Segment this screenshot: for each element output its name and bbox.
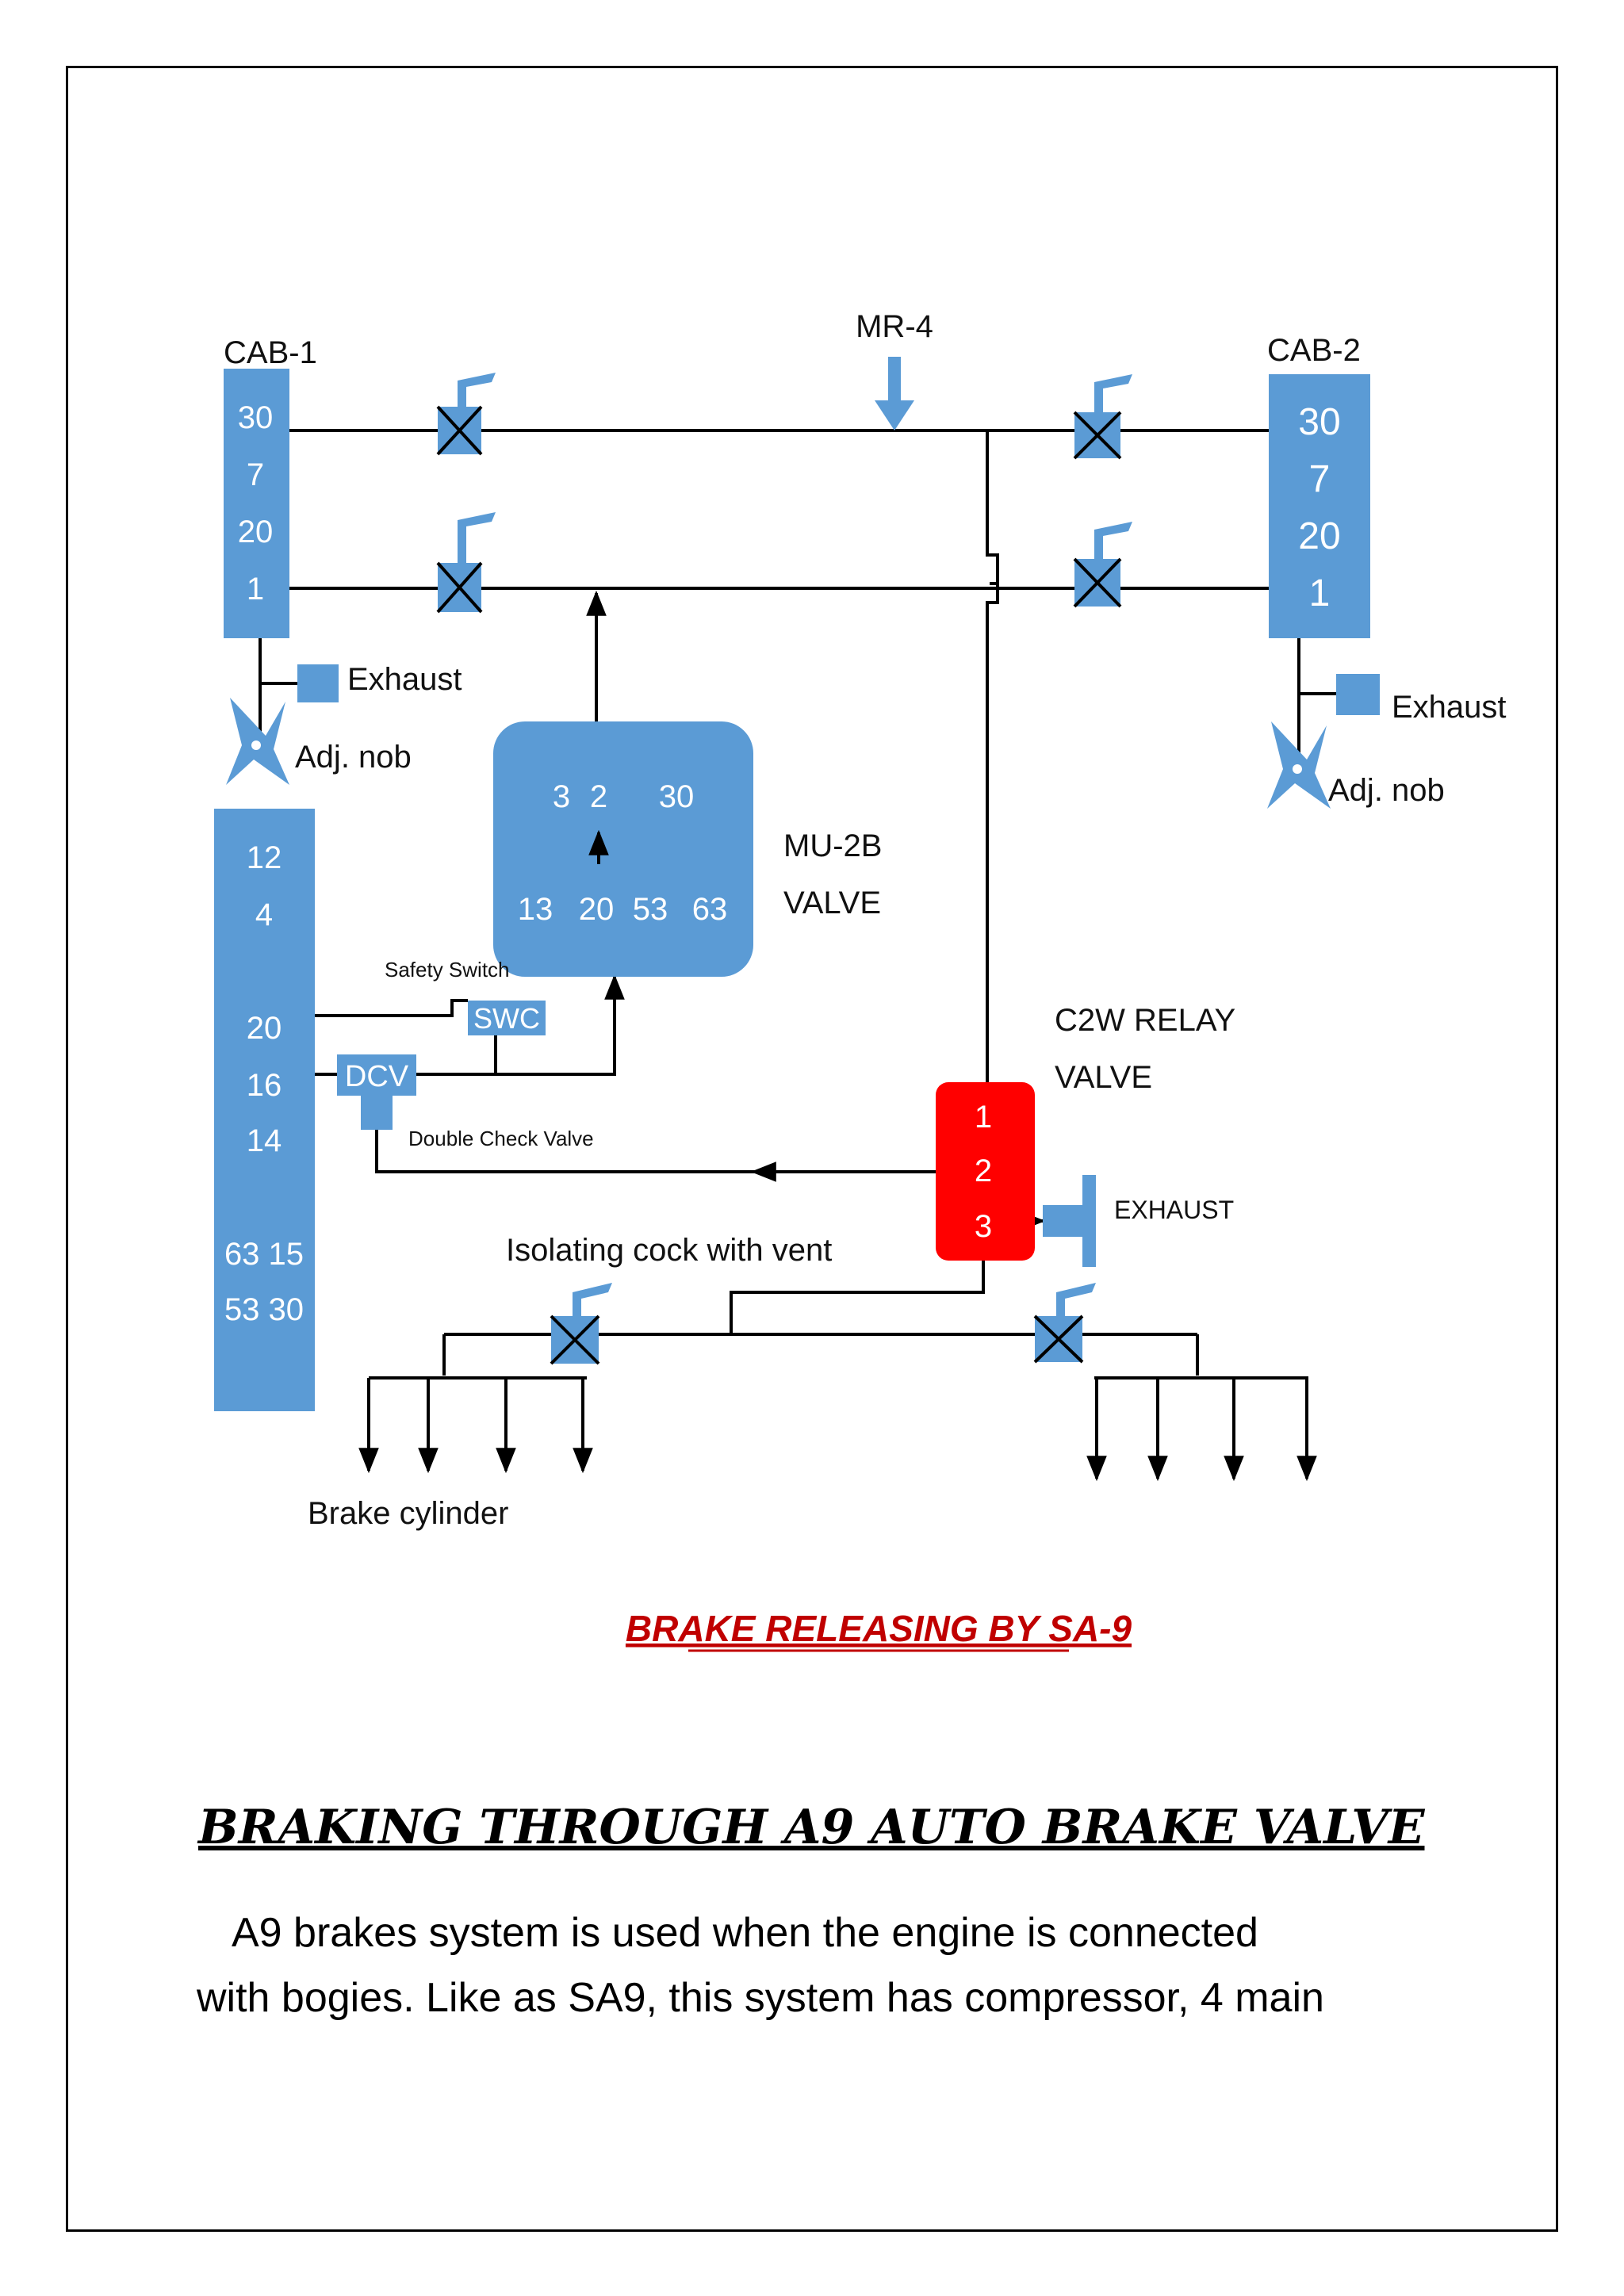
cab1-knob-hole [251, 740, 261, 750]
brake-cylinder-arrows-left [358, 1378, 593, 1474]
dcv-label: DCV [345, 1060, 409, 1093]
body-text-line: with bogies. Like as SA9, this system ha… [197, 1975, 1324, 2021]
cab2-exhaust-label: Exhaust [1392, 690, 1507, 725]
cab2-exhaust-port [1336, 674, 1380, 715]
cab2-line1-isolating-cock[interactable] [1073, 374, 1132, 460]
swc-switch[interactable]: SWC [468, 1001, 546, 1035]
sa9-valve-panel: 12 4 20 16 14 63 15 53 30 [214, 809, 315, 1411]
c2w-label-line1: C2W RELAY [1055, 1003, 1235, 1038]
sa9-port: 16 [247, 1068, 282, 1103]
sa9-port: 14 [247, 1123, 282, 1158]
mu2b-label-line1: MU-2B [783, 828, 882, 863]
c2w-relay-valve: 1 2 3 [936, 1082, 1035, 1261]
cab2-title: CAB-2 [1267, 333, 1361, 368]
section-heading: BRAKING THROUGH A9 AUTO BRAKE VALVE [198, 1800, 1425, 1855]
cab1-port: 30 [238, 400, 274, 435]
cab2-port: 1 [1309, 572, 1331, 614]
c2w-label-line2: VALVE [1055, 1060, 1152, 1095]
mu2b-port: 2 [590, 779, 607, 814]
mu2b-valve: 3 2 30 13 20 53 63 [493, 721, 753, 977]
brake-cylinder-arrows-right [1086, 1378, 1317, 1482]
cab2-port: 20 [1298, 515, 1340, 557]
mu2b-port: 53 [633, 892, 668, 927]
sa9-port: 20 [247, 1011, 282, 1046]
brake-cylinder-label: Brake cylinder [308, 1496, 508, 1531]
mu2b-port: 3 [553, 779, 570, 814]
cab2-valve: CAB-2 30 7 20 1 [1267, 333, 1370, 638]
c2w-port: 2 [975, 1154, 992, 1188]
cab1-exhaust-label: Exhaust [347, 662, 462, 697]
c2w-port: 1 [975, 1100, 992, 1135]
mu2b-port: 20 [579, 892, 615, 927]
cab1-line1-isolating-cock[interactable] [436, 373, 496, 456]
mu2b-label-line2: VALVE [783, 886, 881, 920]
safety-switch-label: Safety Switch [385, 958, 510, 982]
cab1-exhaust-port [297, 664, 339, 702]
brake-diagram: CAB-1 30 7 20 1 Exhaust Adj. nob CAB-2 3… [214, 309, 1507, 1652]
cab1-valve: CAB-1 30 7 20 1 [224, 335, 317, 638]
cab1-title: CAB-1 [224, 335, 317, 370]
cab1-knob-label: Adj. nob [295, 740, 412, 775]
c2w-exhaust-label: EXHAUST [1114, 1196, 1234, 1224]
mu2b-port: 13 [518, 892, 553, 927]
sa9-port: 53 30 [224, 1292, 304, 1327]
mu2b-port: 30 [659, 779, 695, 814]
cab2-line2-isolating-cock[interactable] [1073, 522, 1132, 608]
cab1-port: 7 [247, 457, 264, 492]
c2w-exhaust-port [1043, 1175, 1096, 1267]
page-frame [66, 66, 1558, 2232]
body-text-line: A9 brakes system is used when the engine… [232, 1910, 1258, 1956]
diagram-caption: BRAKE RELEASING BY SA-9 [626, 1608, 1132, 1649]
isolating-cock-label: Isolating cock with vent [506, 1233, 832, 1268]
dcv-valve[interactable]: DCV [337, 1054, 416, 1130]
c2w-port: 3 [975, 1209, 992, 1244]
cab1-port: 20 [238, 515, 274, 549]
sa9-port: 63 15 [224, 1237, 304, 1272]
cab2-knob-hole [1293, 764, 1302, 774]
swc-label: SWC [473, 1002, 540, 1035]
cab2-port: 7 [1309, 458, 1331, 500]
double-check-valve-label: Double Check Valve [408, 1127, 594, 1150]
cab2-port: 30 [1298, 401, 1340, 443]
mr4-label: MR-4 [856, 309, 933, 344]
right-isolating-cock-with-vent[interactable] [1033, 1283, 1096, 1364]
cab2-knob-label: Adj. nob [1328, 773, 1445, 808]
mu2b-port: 63 [692, 892, 728, 927]
cab1-line2-isolating-cock[interactable] [436, 512, 496, 614]
cab1-port: 1 [247, 572, 264, 607]
left-isolating-cock-with-vent[interactable] [550, 1283, 612, 1365]
sa9-port: 4 [255, 897, 273, 932]
mr4-supply-arrow-icon [875, 357, 914, 430]
sa9-port: 12 [247, 840, 282, 875]
